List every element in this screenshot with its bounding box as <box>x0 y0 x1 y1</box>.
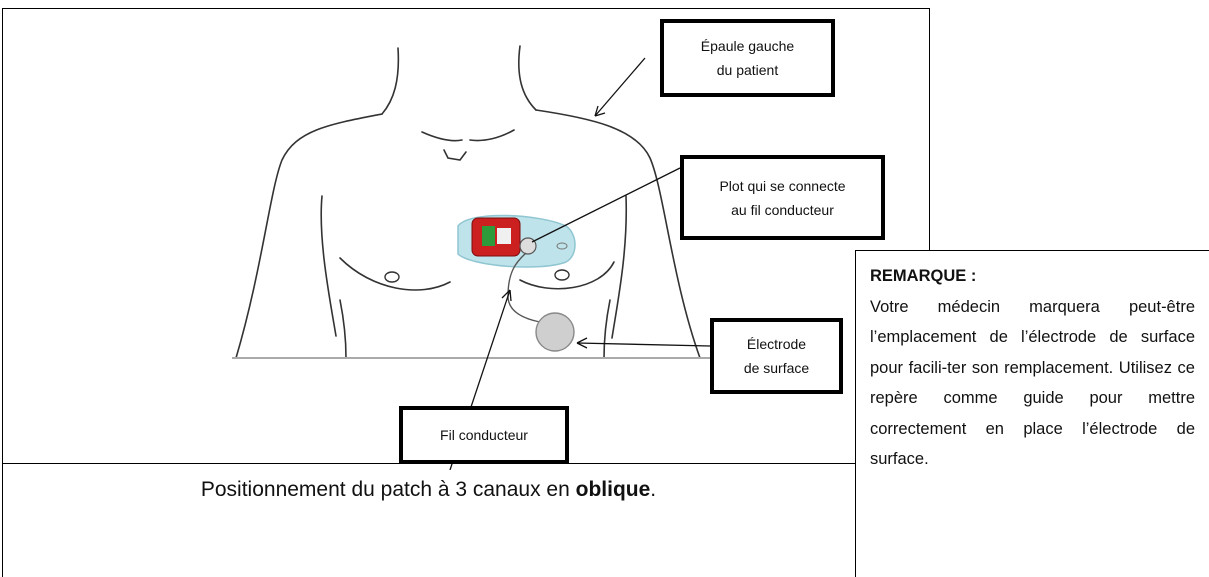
note-body: Votre médecin marquera peut-être l’empla… <box>870 292 1195 475</box>
callout-left-shoulder: Épaule gauche du patient <box>660 19 835 97</box>
left-nipple <box>385 272 399 282</box>
caption-divider <box>2 463 855 464</box>
callout-connector-plug: Plot qui se connecte au fil conducteur <box>680 155 885 240</box>
note-box: REMARQUE : Votre médecin marquera peut-ê… <box>855 250 1209 577</box>
note-title: REMARQUE : <box>870 261 1195 292</box>
torso-outline <box>236 46 700 358</box>
connector-plug <box>520 238 536 254</box>
callout-connector-plug-text: Plot qui se connecte au fil conducteur <box>719 174 845 222</box>
callout-lead-wire-text: Fil conducteur <box>440 423 528 447</box>
device-label-green <box>482 226 495 246</box>
right-nipple <box>555 270 569 280</box>
callout-lead-wire: Fil conducteur <box>399 406 569 464</box>
caption-bold: oblique <box>576 478 651 501</box>
figure-caption: Positionnement du patch à 3 canaux en ob… <box>2 478 855 502</box>
surface-electrode <box>536 313 574 351</box>
callout-surface-electrode-text: Électrode de surface <box>744 332 809 380</box>
callout-surface-electrode: Électrode de surface <box>710 318 843 394</box>
monitor-device <box>472 218 520 256</box>
caption-prefix: Positionnement du patch à 3 canaux en <box>201 478 576 501</box>
callout-left-shoulder-text: Épaule gauche du patient <box>701 34 794 82</box>
caption-suffix: . <box>650 478 656 501</box>
device-label-white <box>497 228 511 244</box>
